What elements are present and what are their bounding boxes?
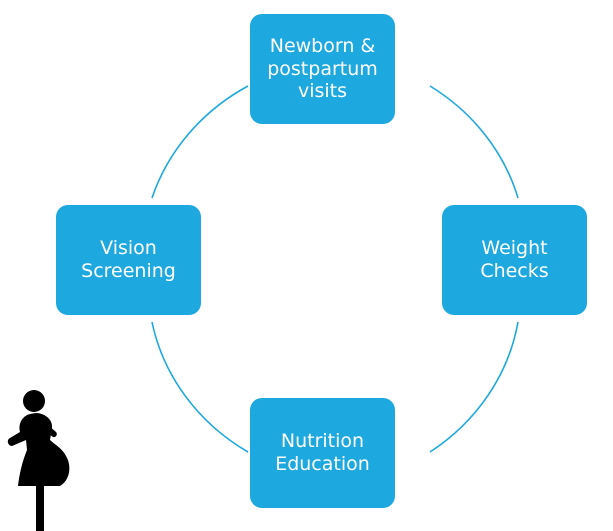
connector-arcs (151, 85, 519, 453)
arc-right-bottom (429, 321, 519, 453)
pregnant-woman-icon (7, 390, 70, 531)
node-nutrition-education: Nutrition Education (250, 398, 395, 508)
node-weight-checks: Weight Checks (442, 205, 587, 315)
node-label-bottom: Nutrition Education (275, 430, 370, 475)
node-label-left: Vision Screening (81, 237, 176, 282)
node-label-top: Newborn & postpartum visits (267, 34, 378, 103)
arc-bottom-left (151, 321, 249, 453)
arc-top-right (429, 85, 519, 199)
node-label-right: Weight Checks (480, 237, 549, 282)
arc-left-top (151, 85, 249, 199)
node-newborn-postpartum-visits: Newborn & postpartum visits (250, 14, 395, 124)
node-vision-screening: Vision Screening (56, 205, 201, 315)
